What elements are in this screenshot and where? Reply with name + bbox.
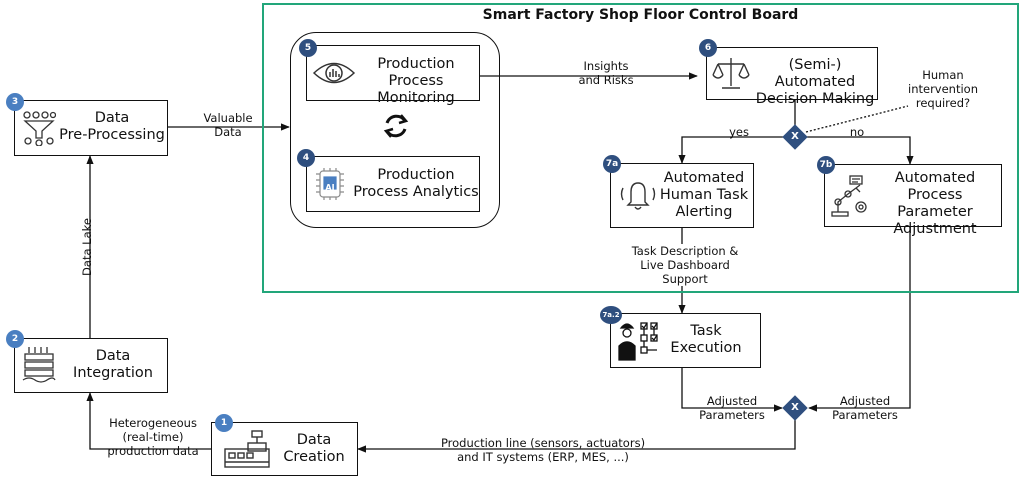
badge-4: 4 — [297, 149, 315, 167]
factory-machine-icon — [222, 429, 272, 475]
edge-label-data-lake: Data Lake — [80, 218, 94, 276]
node-data-preprocessing[interactable] — [14, 100, 168, 156]
decision-gateway-mark: X — [791, 131, 799, 142]
label-data-integration: Data Integration — [73, 348, 153, 381]
edge-label-yes: yes — [729, 125, 749, 139]
robot-arm-icon — [830, 174, 870, 222]
monitoring-analytics-group — [290, 32, 500, 228]
edge-label-task-description: Task Description & Live Dashboard Suppor… — [620, 244, 750, 286]
badge-7a: 7a — [603, 155, 621, 173]
edge-merge-to-creation — [357, 420, 796, 453]
label-process-analytics: Production Process Analytics — [353, 167, 479, 200]
node-human-task-alerting[interactable] — [610, 163, 754, 228]
label-data-creation: Data Creation — [283, 432, 345, 465]
edge-label-heterogeneous: Heterogeneous (real-time) production dat… — [107, 416, 199, 458]
annotation-line — [805, 105, 909, 133]
bell-icon — [618, 178, 658, 216]
edge-label-adjusted-right: Adjusted Parameters — [832, 394, 898, 422]
ai-chip-icon — [312, 164, 348, 208]
data-filter-icon — [22, 110, 57, 150]
badge-6: 6 — [699, 39, 717, 57]
control-board-frame — [262, 3, 1019, 293]
edge-creation-to-integration — [86, 392, 211, 450]
badge-7b: 7b — [817, 156, 835, 174]
node-parameter-adjustment[interactable] — [824, 164, 1002, 227]
edge-label-production-line: Production line (sensors, actuators) and… — [440, 436, 646, 464]
edge-label-insights: Insights and Risks — [578, 59, 634, 87]
label-process-monitoring: Production Process Monitoring — [377, 56, 455, 106]
edge-label-valuable-data: Valuable Data — [203, 111, 253, 139]
badge-7a-2: 7a.2 — [600, 306, 622, 324]
edge-adjustment-to-merge — [808, 227, 911, 412]
edge-label-no: no — [849, 125, 865, 139]
server-stack-icon — [21, 345, 57, 389]
refresh-cycle-icon — [381, 111, 411, 145]
label-data-preprocessing: Data Pre-Processing — [59, 110, 165, 143]
control-board-title: Smart Factory Shop Floor Control Board — [482, 7, 799, 23]
label-task-execution: Task Execution — [670, 323, 742, 356]
badge-2: 2 — [6, 330, 24, 348]
balance-scale-icon — [712, 56, 750, 96]
edge-label-human-intervention: Human intervention required? — [908, 68, 978, 110]
badge-1: 1 — [215, 414, 233, 432]
badge-5: 5 — [299, 39, 317, 57]
label-decision-making: (Semi-) Automated Decision Making — [755, 57, 875, 107]
label-human-task-alerting: Automated Human Task Alerting — [659, 170, 749, 220]
node-process-monitoring[interactable] — [306, 45, 480, 101]
node-decision-making[interactable] — [706, 47, 878, 100]
edge-task-to-merge — [681, 368, 783, 412]
label-parameter-adjustment: Automated Process Parameter Adjustment — [893, 170, 977, 237]
worker-checklist-icon — [617, 320, 661, 366]
badge-3: 3 — [6, 93, 24, 111]
edge-label-adjusted-left: Adjusted Parameters — [699, 394, 765, 422]
edge-gateway-to-alerting — [678, 136, 783, 164]
node-data-integration[interactable] — [14, 338, 168, 393]
edge-gateway-to-adjustment — [807, 136, 914, 165]
monitoring-eye-icon — [312, 58, 356, 92]
ai-chip-text: AI — [325, 183, 335, 192]
merge-gateway-mark: X — [791, 402, 799, 413]
